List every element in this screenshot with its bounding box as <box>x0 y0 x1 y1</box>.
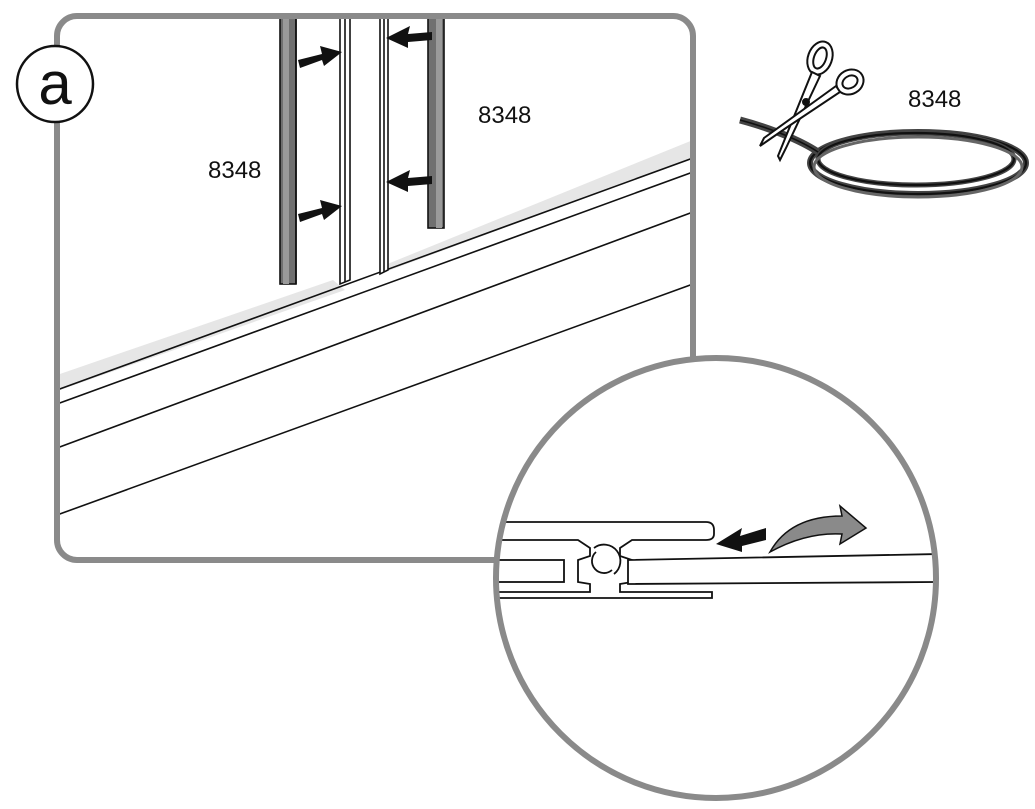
main-frame-border <box>54 13 696 563</box>
magnifier-border <box>493 355 939 801</box>
right-strip-part-label: 8348 <box>478 102 531 129</box>
step-letter: a <box>38 50 72 117</box>
floor-shade <box>57 280 345 390</box>
step-badge: a <box>15 44 95 124</box>
base-rail <box>57 157 693 516</box>
arrow-icon <box>386 170 432 192</box>
scissors-icon <box>759 40 865 163</box>
right-seal-strip <box>427 16 445 229</box>
center-panels <box>339 16 389 286</box>
left-strip-part-label: 8348 <box>208 157 261 184</box>
coil-part-label: 8348 <box>908 86 961 113</box>
arrow-icon <box>298 46 342 68</box>
arrow-icon <box>716 528 766 552</box>
push-arrows <box>298 26 432 222</box>
coil-group: 8348 <box>739 40 1029 199</box>
arrow-icon <box>386 26 432 48</box>
detail-magnifier <box>493 355 939 801</box>
arrow-icon <box>298 200 342 222</box>
main-illustration: 8348 8348 <box>57 16 693 560</box>
left-seal-strip <box>279 16 297 285</box>
floor-shade-right <box>385 140 693 272</box>
circle-letter-badge <box>15 44 95 124</box>
rubber-seal-coil <box>739 116 1029 199</box>
profile-cross-section <box>496 521 715 599</box>
panel-edge <box>627 553 936 585</box>
curved-arrow-icon <box>768 504 868 554</box>
